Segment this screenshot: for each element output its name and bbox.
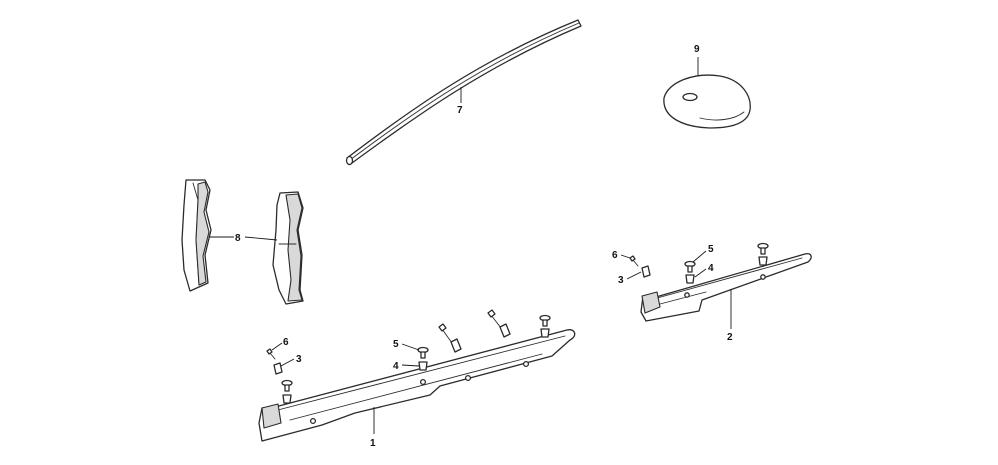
leader-1-6 xyxy=(271,342,283,351)
part-2-clip-4 xyxy=(685,274,695,284)
part-1-clip-5 xyxy=(417,346,429,359)
part-1-clip-4 xyxy=(418,361,428,371)
part-1-long-sill-molding xyxy=(258,329,576,442)
callout-2-4: 4 xyxy=(708,263,714,274)
callout-2-5: 5 xyxy=(708,244,714,255)
leader-2-6 xyxy=(620,254,631,259)
callout-1-5: 5 xyxy=(393,339,399,350)
part-2-short-sill-molding xyxy=(640,252,812,322)
callout-9: 9 xyxy=(694,44,700,55)
part-9-pad xyxy=(663,74,751,129)
leader-1-5 xyxy=(401,343,420,351)
callout-8: 8 xyxy=(235,233,241,244)
callout-2-6: 6 xyxy=(612,250,618,261)
callout-2-3: 3 xyxy=(618,275,624,286)
part-2-clip-5-right xyxy=(757,242,769,266)
leader-2-5 xyxy=(692,250,707,263)
leader-1-3 xyxy=(280,358,295,367)
part-1-stud-a xyxy=(438,323,462,353)
leader-2-4 xyxy=(694,268,707,278)
part-1-stud-b xyxy=(487,309,511,338)
part-1-clip-3 xyxy=(273,362,283,375)
callout-2: 2 xyxy=(727,332,733,343)
callout-1-4: 4 xyxy=(393,361,399,372)
part-1-clip-left xyxy=(281,379,293,404)
leader-8-right xyxy=(244,236,278,241)
part-8-left-block xyxy=(181,179,212,292)
callout-1-6: 6 xyxy=(283,337,289,348)
part-1-screw-6 xyxy=(266,348,276,360)
part-1-clip-right xyxy=(539,314,551,338)
leader-2-3 xyxy=(626,271,642,280)
callout-1: 1 xyxy=(370,438,376,449)
part-7-roof-molding xyxy=(345,19,582,166)
leader-1-4 xyxy=(401,364,420,367)
callout-7: 7 xyxy=(457,105,463,116)
part-2-clip-5 xyxy=(684,260,696,273)
callout-1-3: 3 xyxy=(296,354,302,365)
part-2-fastener-6 xyxy=(629,255,639,267)
part-8-right-block xyxy=(272,191,304,305)
part-2-clip-3 xyxy=(641,265,651,278)
